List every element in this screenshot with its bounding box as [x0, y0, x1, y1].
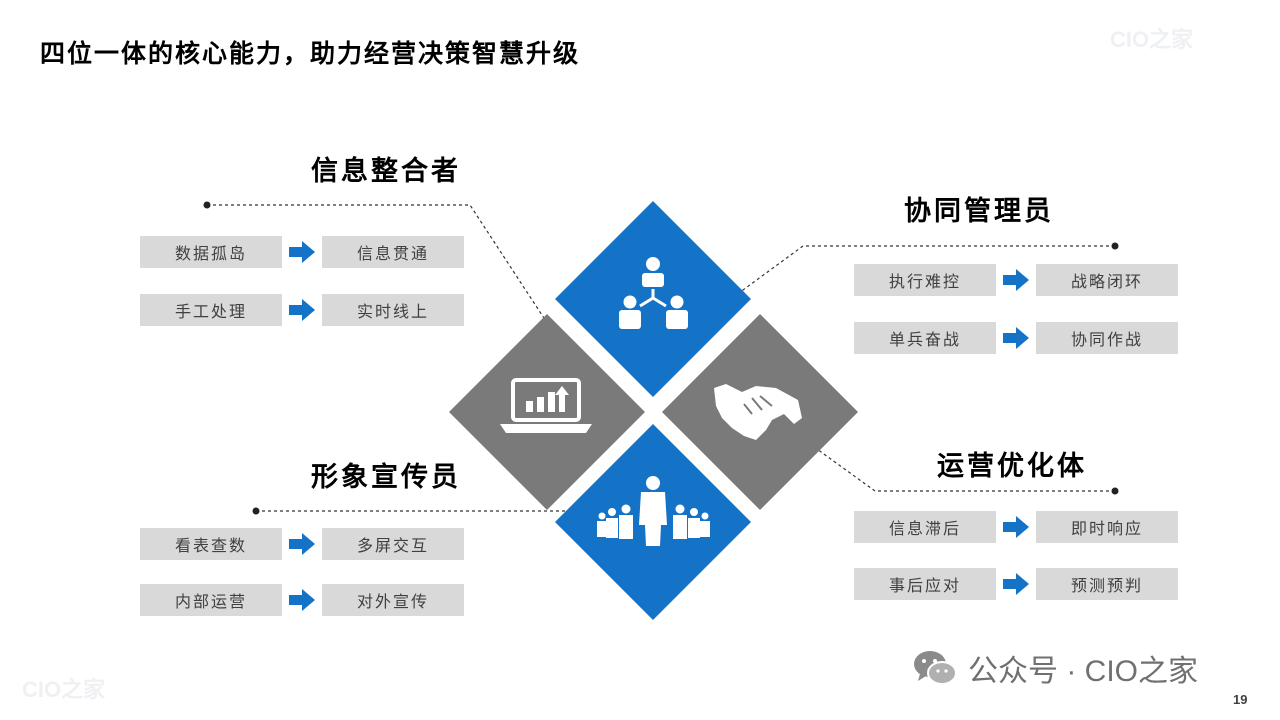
team-hierarchy-icon — [619, 257, 688, 329]
arrow-right-icon — [289, 241, 315, 263]
page-number: 19 — [1233, 692, 1248, 707]
arrow-right-icon — [289, 589, 315, 611]
arrow-right-icon — [1003, 327, 1029, 349]
pill-to: 多屏交互 — [322, 528, 464, 560]
handshake-icon — [714, 384, 802, 440]
pill-to: 协同作战 — [1036, 322, 1178, 354]
pill-to: 战略闭环 — [1036, 264, 1178, 296]
pill-to: 对外宣传 — [322, 584, 464, 616]
pill-from: 看表查数 — [140, 528, 282, 560]
pill-to: 即时响应 — [1036, 511, 1178, 543]
footer-brand-text: 公众号 · CIO之家 — [968, 655, 1198, 688]
role-title-ops-optimizer: 运营优化体 — [937, 451, 1087, 482]
footer-brand: 公众号 · CIO之家 — [912, 648, 1198, 688]
slide-title: 四位一体的核心能力，助力经营决策智慧升级 — [40, 39, 581, 68]
pill-from: 数据孤岛 — [140, 236, 282, 268]
watermark-bottom: CIO之家 — [22, 677, 106, 702]
role-title-image-promoter: 形象宣传员 — [311, 462, 461, 493]
arrow-right-icon — [1003, 516, 1029, 538]
arrow-right-icon — [289, 299, 315, 321]
arrow-right-icon — [289, 533, 315, 555]
role-title-info-integrator: 信息整合者 — [311, 156, 461, 187]
pill-from: 单兵奋战 — [854, 322, 996, 354]
watermark-top: CIO之家 — [1110, 27, 1194, 52]
leader-crowd-icon — [597, 476, 710, 546]
arrow-right-icon — [1003, 269, 1029, 291]
pill-from: 事后应对 — [854, 568, 996, 600]
connector-info-integrator — [207, 204, 558, 339]
connector-dot — [1111, 242, 1119, 250]
pill-from: 执行难控 — [854, 264, 996, 296]
connector-dot — [1111, 487, 1119, 495]
connector-collab-manager — [712, 245, 1115, 313]
connector-ops-optimizer — [809, 443, 1115, 492]
role-title-collab-manager: 协同管理员 — [904, 196, 1054, 227]
pill-from: 信息滞后 — [854, 511, 996, 543]
pill-to: 信息贯通 — [322, 236, 464, 268]
pill-from: 内部运营 — [140, 584, 282, 616]
pill-to: 实时线上 — [322, 294, 464, 326]
pill-to: 预测预判 — [1036, 568, 1178, 600]
diamond-left — [449, 314, 645, 510]
connector-dot — [203, 201, 211, 209]
pill-from: 手工处理 — [140, 294, 282, 326]
arrow-right-icon — [1003, 573, 1029, 595]
laptop-chart-icon — [500, 378, 592, 433]
wechat-icon — [914, 651, 957, 685]
connector-dot — [252, 507, 260, 515]
